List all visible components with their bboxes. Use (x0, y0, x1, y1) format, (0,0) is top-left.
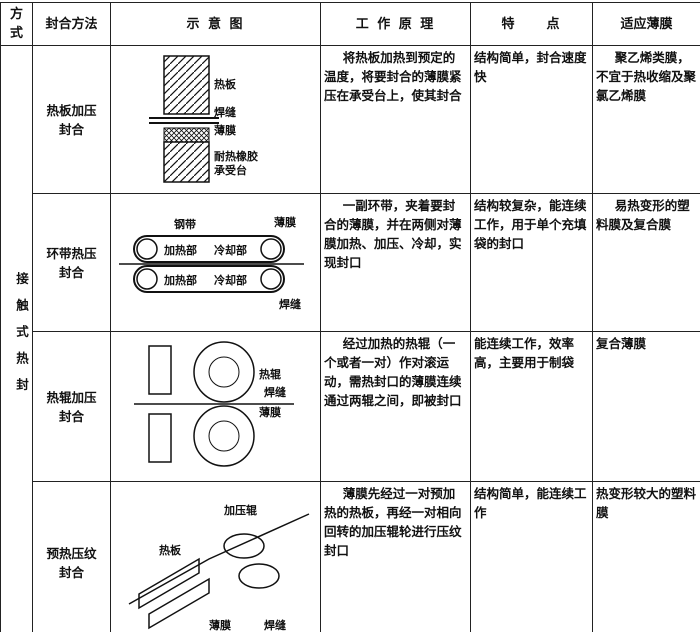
diagram-label: 钢带 (174, 217, 196, 231)
principle-cell: 将热板加热到预定的温度，将要封合的薄膜紧压在承受台上，使其封合 (320, 45, 471, 194)
method-cell: 环带热压封合 (32, 193, 111, 332)
header-cell: 示 意 图 (110, 2, 321, 46)
film-cell: 热变形较大的塑料膜 (592, 481, 700, 632)
diagram-label: 冷却部 (214, 243, 247, 257)
category-label: 接触式热封 (14, 271, 29, 405)
film-cell: 复合薄膜 (592, 331, 700, 482)
header-cell: 工 作 原 理 (320, 2, 471, 46)
method-label: 环带热压封合 (46, 245, 97, 280)
diagram-label: 焊缝 (264, 618, 286, 632)
diagram-label: 薄膜 (259, 405, 281, 419)
method-label: 热板加压封合 (46, 102, 97, 137)
diagram-label: 热板 (159, 543, 182, 557)
diagram-label: 加热部 (163, 273, 197, 287)
diagram-label: 焊缝 (279, 297, 301, 311)
method-cell: 热板加压封合 (32, 45, 111, 194)
diagram-cell: 钢带 薄膜 加热部 冷却部 加热部 冷却部 焊缝 (110, 193, 321, 332)
feature-cell: 能连续工作，效率高，主要用于制袋 (470, 331, 593, 482)
feature-cell: 结构简单，能连续工作 (470, 481, 593, 632)
diagram-cell: 热板 焊缝 薄膜 耐热橡胶 承受台 (110, 45, 321, 194)
header-cell: 适应薄膜 (592, 2, 700, 46)
band-diagram: 钢带 薄膜 加热部 冷却部 加热部 冷却部 焊缝 (119, 215, 304, 311)
table-row: 接触式热封 热板加压封合 热板 焊缝 薄膜 耐热橡胶 承受台 将热板加热到预定的… (0, 45, 700, 632)
method-cell: 预热压纹封合 (32, 481, 111, 632)
method-cell: 热辊加压封合 (32, 331, 111, 482)
diagram-label: 加热部 (163, 243, 197, 257)
diagram-label: 热辊 (259, 367, 281, 381)
hot-plate-diagram: 热板 焊缝 薄膜 耐热橡胶 承受台 (149, 55, 258, 183)
category-cell: 接触式热封 (0, 45, 33, 632)
hot-roller-diagram: 热辊 焊缝 薄膜 (134, 341, 294, 467)
header-cell: 封合方法 (32, 2, 111, 46)
diagram-cell: 热辊 焊缝 薄膜 (110, 331, 321, 482)
diagram-cell: 加压辊 热板 薄膜 焊缝 (110, 481, 321, 632)
table-row: 环带热压封合 钢带 薄膜 加热部 冷却部 加热部 冷却部 焊缝 一副环带，夹着要… (1, 193, 700, 332)
feature-cell: 结构简单，封合速度快 (470, 45, 593, 194)
header-cell: 特 点 (470, 2, 593, 46)
principle-cell: 一副环带，夹着要封合的薄膜，并在两侧对薄膜加热、加压、冷却，实现封口 (320, 193, 471, 332)
diagram-label: 薄膜 (274, 215, 296, 229)
diagram-label: 薄膜 (214, 123, 236, 137)
diagram-label: 冷却部 (214, 273, 247, 287)
diagram-label: 耐热橡胶 (214, 149, 258, 163)
method-label: 热辊加压封合 (46, 389, 97, 424)
diagram-label: 加压辊 (223, 503, 257, 517)
film-cell: 易热变形的塑料膜及复合膜 (592, 193, 700, 332)
preheat-emboss-diagram: 加压辊 热板 薄膜 焊缝 (128, 503, 310, 632)
table-row: 预热压纹封合 加压辊 热板 薄膜 焊缝 薄膜先经过一对预加热的热板，再经一对相向… (1, 481, 700, 632)
feature-cell: 结构较复杂，能连续工作，用于单个充填袋的封口 (470, 193, 593, 332)
film-cell: 聚乙烯类膜，不宜于热收缩及聚氯乙烯膜 (592, 45, 700, 194)
principle-cell: 薄膜先经过一对预加热的热板，再经一对相向回转的加压辊轮进行压纹封口 (320, 481, 471, 632)
diagram-label: 热板 (214, 77, 237, 91)
method-label: 预热压纹封合 (46, 545, 97, 580)
table-row: 热辊加压封合 热辊 焊缝 薄膜 经过加热的热辊（一个或者一对）作对滚运动，需热封… (1, 331, 700, 482)
diagram-label: 薄膜 (209, 618, 231, 632)
header-cell: 方式 (0, 2, 33, 46)
principle-cell: 经过加热的热辊（一个或者一对）作对滚运动，需热封口的薄膜连续通过两辊之间，即被封… (320, 331, 471, 482)
header-row: 方式 封合方法 示 意 图 工 作 原 理 特 点 适应薄膜 (0, 2, 700, 46)
diagram-label: 焊缝 (214, 105, 236, 119)
diagram-label: 承受台 (214, 163, 247, 177)
diagram-label: 焊缝 (264, 385, 286, 399)
